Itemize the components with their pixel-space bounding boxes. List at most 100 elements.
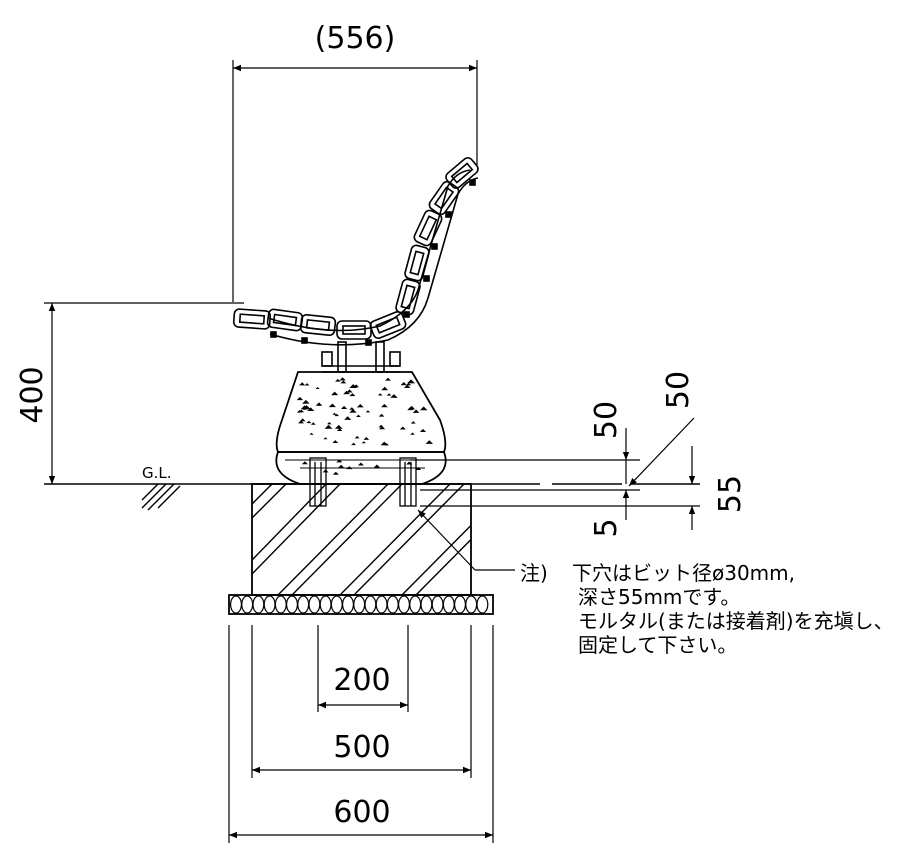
seat-slats <box>232 157 479 346</box>
concrete-speckle <box>425 440 434 444</box>
gravel-stone <box>319 595 332 614</box>
concrete-speckle <box>304 383 310 386</box>
concrete-speckle <box>386 393 392 396</box>
concrete-speckle <box>378 413 385 417</box>
concrete-speckle <box>353 384 359 388</box>
concrete-speckle <box>338 464 345 468</box>
concrete-speckle <box>356 404 364 408</box>
dim-seat-width <box>232 60 478 302</box>
concrete-speckle <box>349 393 356 397</box>
dim-top-50-label: 50 <box>589 401 624 439</box>
concrete-speckle <box>356 414 361 417</box>
concrete-speckle <box>361 441 366 444</box>
gravel-stone <box>252 595 265 614</box>
concrete-speckle <box>419 406 428 411</box>
gravel-stone <box>420 595 433 614</box>
concrete-speckle <box>354 435 360 439</box>
concrete-speckle <box>296 396 304 401</box>
dim-depth-55-label: 55 <box>713 475 748 513</box>
concrete-speckle <box>385 377 391 381</box>
concrete-speckle <box>377 393 383 396</box>
concrete-speckle <box>306 420 312 424</box>
concrete-speckle <box>315 387 320 390</box>
concrete-speckle <box>332 412 337 415</box>
concrete-speckle <box>339 377 346 381</box>
concrete-speckle <box>299 382 306 386</box>
concrete-pedestal <box>275 371 447 485</box>
concrete-footing <box>251 483 472 596</box>
concrete-speckle <box>328 403 336 408</box>
concrete-speckle <box>336 428 343 432</box>
concrete-speckle <box>302 399 310 404</box>
concrete-speckle <box>346 466 353 470</box>
concrete-speckle <box>307 407 315 411</box>
bolt-hole-right <box>399 457 417 507</box>
ground-hatch <box>141 483 181 511</box>
concrete-speckle <box>323 437 328 440</box>
concrete-speckle <box>381 403 388 408</box>
installation-note: 注) 下穴はビット径ø30mm, 深さ55mmです。 モルタル(または接着剤)を… <box>520 561 894 657</box>
concrete-speckle <box>298 409 305 413</box>
gravel-stone <box>297 595 310 614</box>
concrete-speckle <box>340 380 347 384</box>
dim-seat-height-label: 400 <box>15 366 50 423</box>
gravel-stone <box>230 595 243 614</box>
concrete-speckle <box>332 440 339 443</box>
concrete-speckle <box>365 410 371 413</box>
concrete-speckle <box>378 424 384 428</box>
concrete-speckle <box>406 382 412 386</box>
concrete-speckle <box>344 416 352 420</box>
gravel-stone <box>274 595 287 614</box>
concrete-speckle <box>357 462 364 466</box>
concrete-speckle <box>373 464 380 468</box>
concrete-speckle <box>346 389 353 393</box>
concrete-speckle <box>341 405 348 409</box>
gravel-stone <box>342 595 355 614</box>
gravel-stone <box>353 595 366 614</box>
concrete-speckle <box>310 422 316 425</box>
dim-gravel-width-label: 600 <box>333 795 390 830</box>
note-prefix: 注) <box>520 561 548 585</box>
concrete-speckle <box>300 405 309 410</box>
gravel-stone <box>409 595 422 614</box>
concrete-speckle <box>332 471 339 475</box>
concrete-speckle <box>301 461 308 465</box>
gravel-stone <box>308 595 321 614</box>
concrete-speckle <box>331 391 339 396</box>
note-line-3: モルタル(または接着剤)を充塡し、 <box>578 609 894 633</box>
gravel-stone <box>364 595 377 614</box>
note-line-4: 固定して下さい。 <box>578 633 737 657</box>
gravel-stone <box>241 595 254 614</box>
concrete-speckle <box>384 443 389 446</box>
dim-footing-width <box>251 625 472 778</box>
gravel-stone <box>286 595 299 614</box>
dim-bottom-5-label: 5 <box>589 518 624 537</box>
gravel-stone <box>375 595 388 614</box>
concrete-speckle <box>379 426 386 430</box>
concrete-speckle <box>399 426 406 430</box>
concrete-speckle <box>334 424 343 429</box>
gravel-stone <box>454 595 467 614</box>
gravel-bed <box>228 594 494 615</box>
gravel-stone <box>442 595 455 614</box>
gravel-stone <box>398 595 411 614</box>
dim-bolt-spacing <box>317 625 409 712</box>
concrete-speckle <box>390 394 398 398</box>
dim-right-50-label: 50 <box>661 371 696 409</box>
concrete-speckle <box>407 379 415 384</box>
note-line-1: 下穴はビット径ø30mm, <box>572 561 795 585</box>
concrete-speckle <box>419 428 427 432</box>
dim-footing-width-label: 500 <box>333 730 390 765</box>
concrete-speckle <box>327 422 332 425</box>
concrete-speckle <box>349 407 355 410</box>
gravel-stone <box>386 595 399 614</box>
concrete-speckle <box>335 378 341 382</box>
dim-seat-height <box>44 302 244 484</box>
concrete-speckle <box>298 420 304 424</box>
concrete-speckle <box>336 459 343 463</box>
seat-bracket <box>321 341 401 373</box>
seat-frame <box>267 169 479 346</box>
concrete-speckle <box>408 405 416 410</box>
